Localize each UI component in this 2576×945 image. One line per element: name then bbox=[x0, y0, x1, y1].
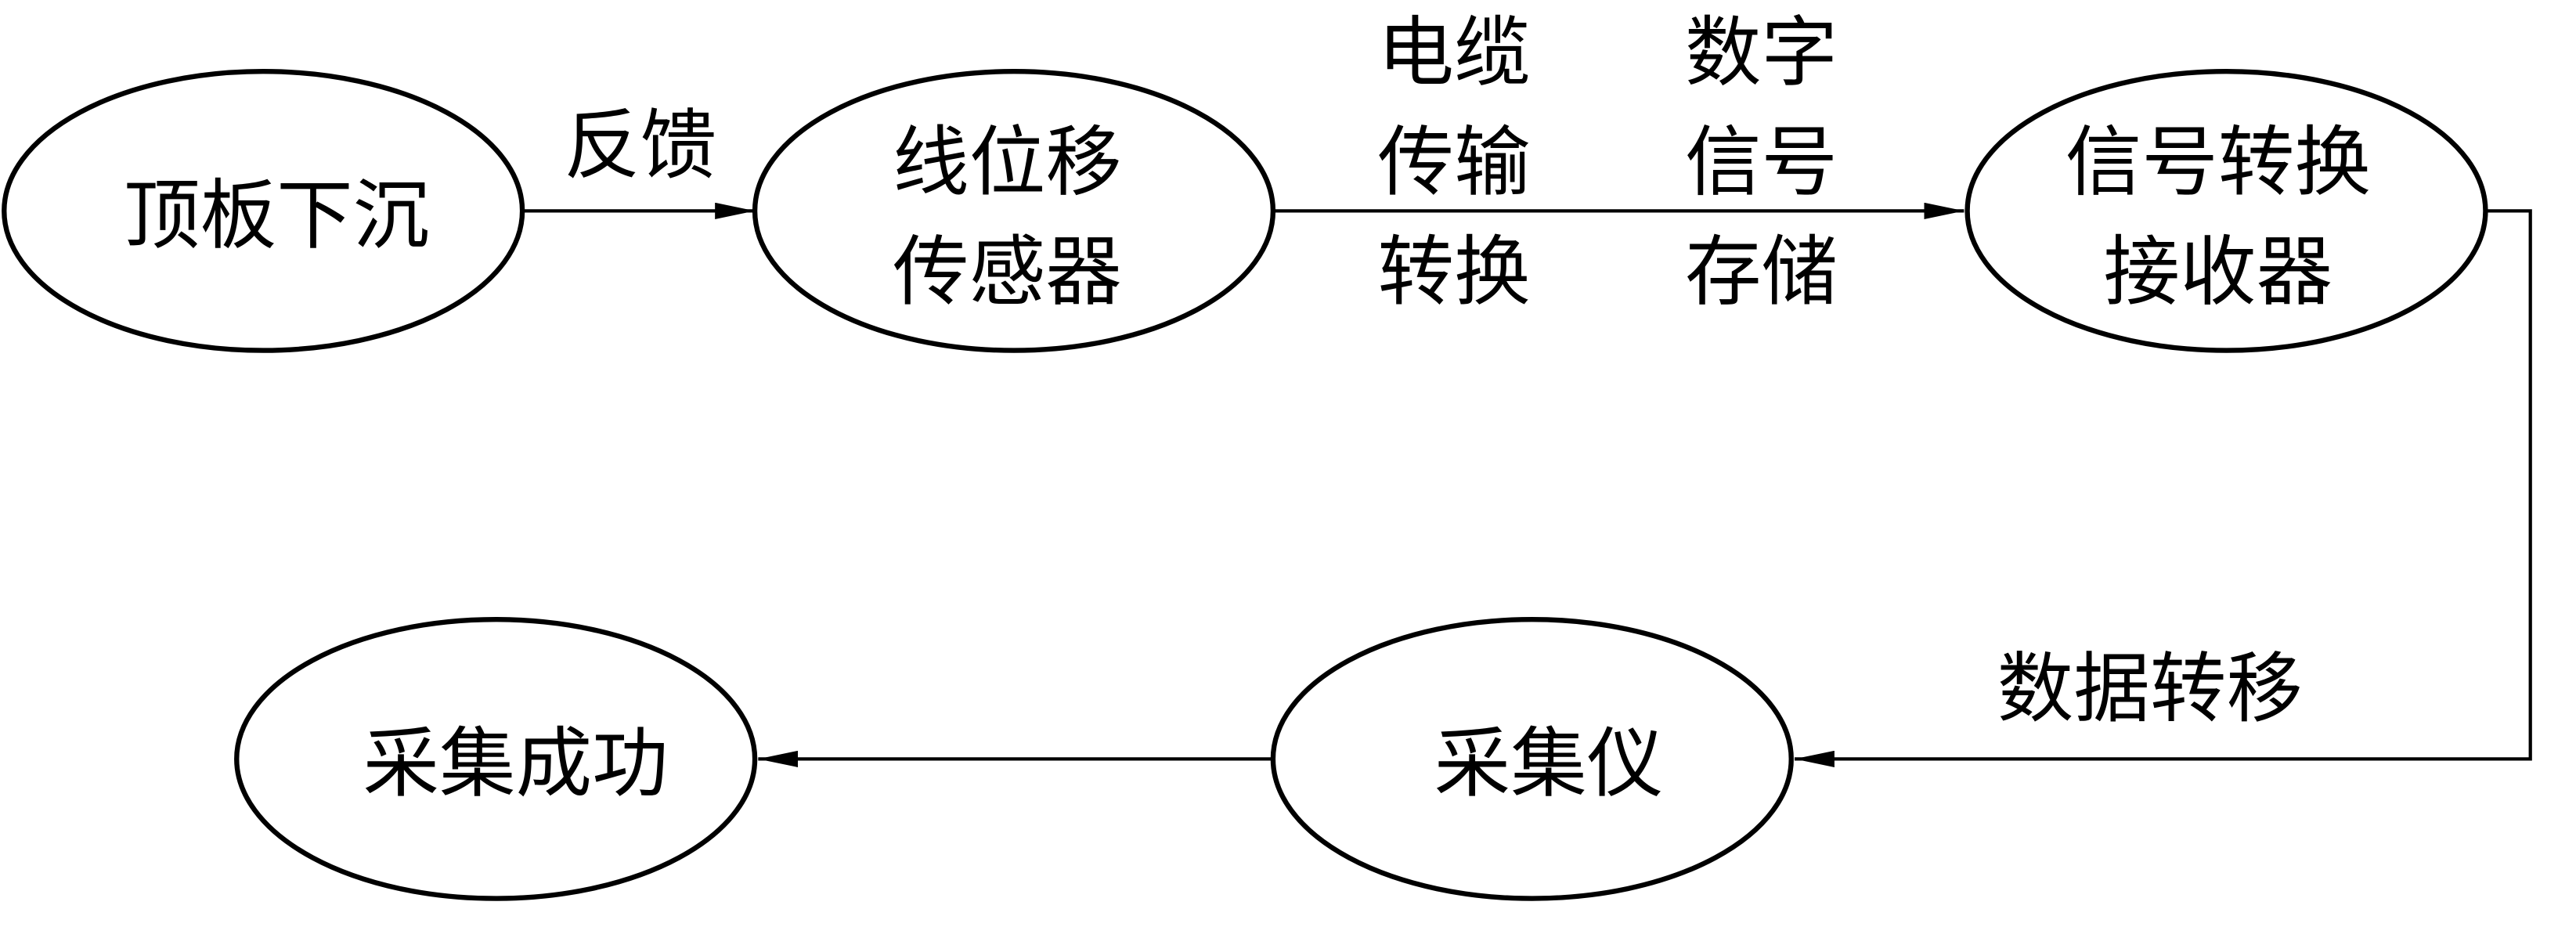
edge-label-cable-2: 传输 bbox=[1378, 118, 1531, 207]
node-label: 采集成功 bbox=[363, 720, 668, 809]
edge-label-feedback: 反馈 bbox=[564, 102, 716, 191]
node-label: 采集仪 bbox=[1434, 720, 1664, 809]
node-label-line2: 接收器 bbox=[2104, 228, 2333, 317]
edge-label-digital-3: 存储 bbox=[1685, 228, 1838, 317]
node-label-line1: 线位移 bbox=[893, 118, 1122, 207]
edge-label-transfer: 数据转移 bbox=[1997, 644, 2303, 734]
edge-label-digital-2: 信号 bbox=[1685, 118, 1838, 207]
node-label-line1: 信号转换 bbox=[2065, 118, 2371, 207]
node-receiver: 信号转换 接收器 bbox=[1964, 69, 2488, 353]
node-sensor: 线位移 传感器 bbox=[752, 69, 1276, 353]
edge-label-cable-1: 电缆 bbox=[1378, 9, 1531, 98]
edge-label-digital-1: 数字 bbox=[1685, 9, 1838, 98]
node-label-line2: 传感器 bbox=[893, 228, 1122, 317]
node-collector: 采集仪 bbox=[1270, 617, 1794, 901]
arrow-receiver-to-collector bbox=[1794, 209, 2532, 768]
edge-label-cable-3: 转换 bbox=[1378, 228, 1531, 317]
node-roof-subsidence: 顶板下沉 bbox=[2, 69, 525, 353]
node-label: 顶板下沉 bbox=[124, 171, 429, 261]
node-success: 采集成功 bbox=[234, 617, 758, 901]
